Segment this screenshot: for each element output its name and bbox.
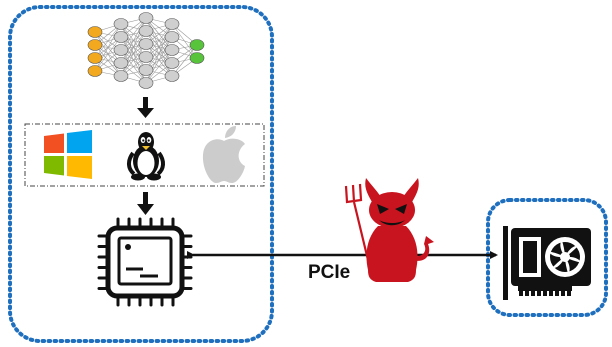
gpu-panel — [486, 198, 608, 317]
apple-logo-icon — [202, 126, 245, 183]
linux-tux-icon — [127, 132, 165, 181]
os-box — [24, 123, 265, 187]
down-arrow-icon — [137, 192, 154, 215]
cpu-chip-icon — [97, 217, 193, 307]
down-arrow-icon — [137, 97, 154, 118]
pcie-label: PCIe — [308, 262, 350, 283]
devil-icon — [344, 178, 434, 282]
gpu-card-icon — [503, 226, 591, 300]
neural-network-icon — [87, 12, 205, 89]
host-system-panel — [8, 5, 274, 343]
windows-logo-icon — [44, 130, 92, 179]
